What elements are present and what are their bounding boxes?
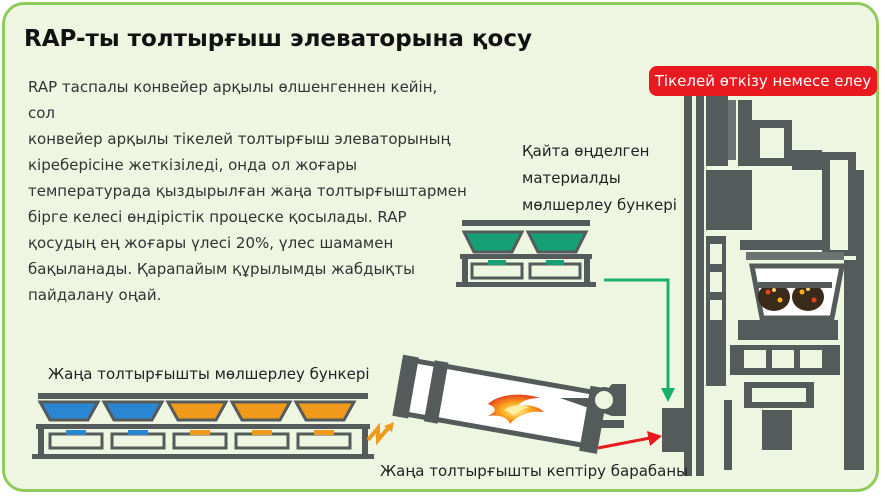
dryer-label: Жаңа толтырғышты кептіру барабаны — [380, 462, 689, 480]
virgin-bins — [32, 393, 374, 459]
page-title: RAP-ты толтырғыш элеваторына қосу — [24, 26, 532, 52]
virgin-hopper — [229, 400, 293, 422]
dryer-flow-arrow — [597, 431, 662, 450]
recycled-hopper — [525, 230, 589, 254]
virgin-hopper — [101, 400, 165, 422]
direct-or-screen-badge: Тікелей өткізу немесе елеу — [649, 66, 877, 96]
elevator-inlet — [662, 408, 690, 452]
elevator-windows — [710, 128, 848, 402]
recycled-flow-arrow — [604, 278, 675, 402]
screen-unit — [748, 263, 846, 321]
recycled-hopper — [461, 230, 525, 254]
description-text: RAP таспалы конвейер арқылы өлшенгеннен … — [28, 78, 467, 304]
virgin-bin-label: Жаңа толтырғышты мөлшерлеу бункері — [48, 365, 370, 383]
virgin-hopper — [165, 400, 229, 422]
zigzag-arrow-icon — [366, 422, 394, 446]
virgin-hopper — [37, 400, 101, 422]
virgin-hopper — [293, 400, 357, 422]
recycled-bin-label: Қайта өңделген материалды мөлшерлеу бунк… — [522, 142, 677, 214]
flame-icon — [488, 394, 544, 424]
recycled-bins — [456, 220, 596, 287]
